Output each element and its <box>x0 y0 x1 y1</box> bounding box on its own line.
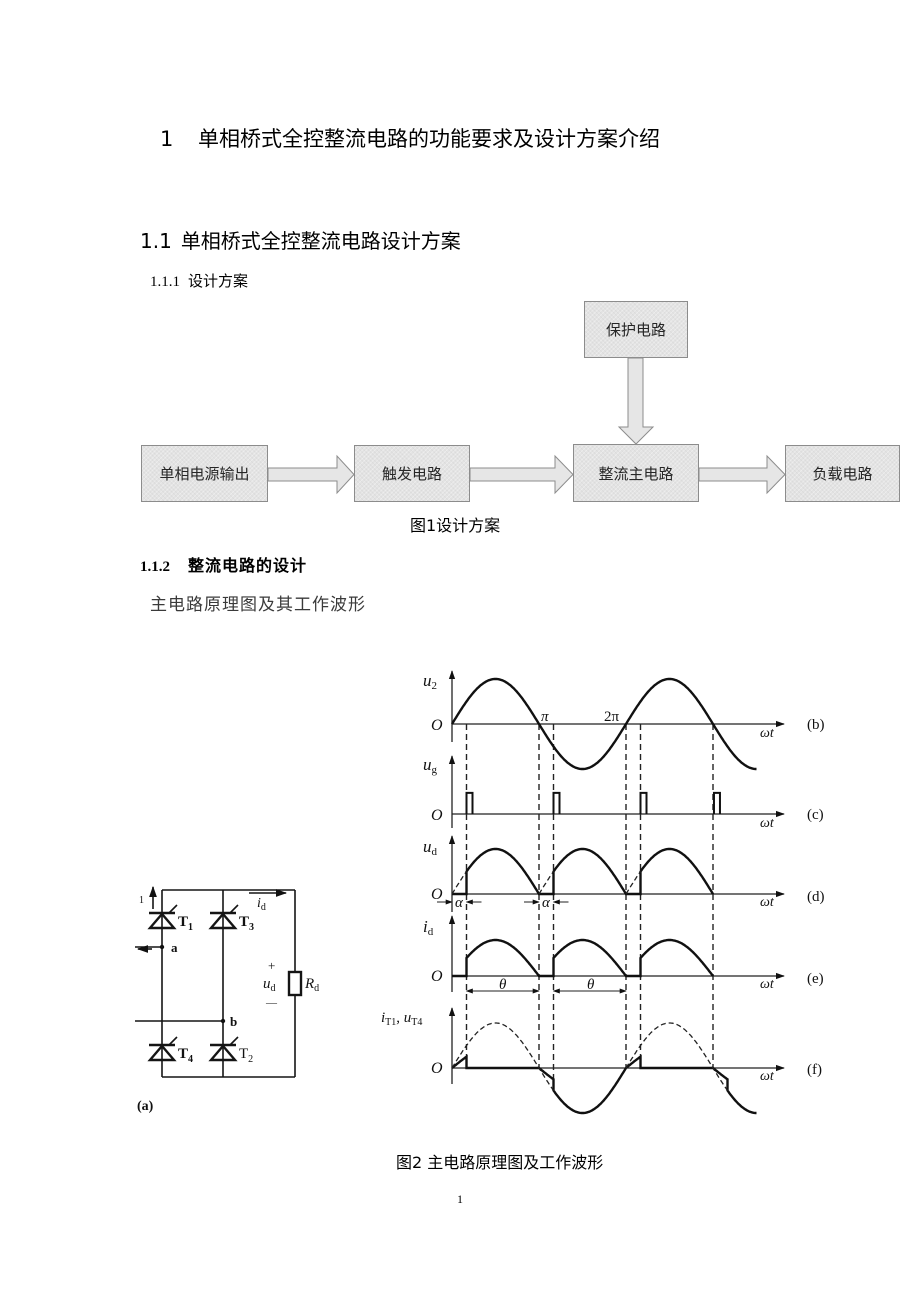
block-label: 负载电路 <box>812 465 873 483</box>
bridge-circuit: 1 T1 T3 T4 T2 a b id + ud — Rd (a) <box>135 885 319 1114</box>
arrow-source-to-trigger <box>267 454 355 495</box>
gate-pulse <box>552 791 561 814</box>
subsection-number: 1.1.1 <box>150 274 180 290</box>
panel-d-tag: (d) <box>807 889 825 905</box>
node-b-label: b <box>230 1014 237 1029</box>
panel-b-tag: (b) <box>807 717 825 733</box>
pi-tick-label: π <box>541 709 549 725</box>
t3-label: T3 <box>239 914 254 933</box>
thyristor-t2 <box>208 1036 239 1062</box>
alpha-label-1: α <box>455 895 464 911</box>
panel-b-origin: O <box>431 717 443 734</box>
subsection-number: 1.1.2 <box>140 559 170 575</box>
node-b-dot <box>220 1018 226 1024</box>
figure-2-caption: 图2 主电路原理图及工作波形 <box>396 1153 604 1172</box>
t1-label: T1 <box>178 914 193 933</box>
u2-reference-dashed <box>625 1022 729 1091</box>
subsection-title: 设计方案 <box>188 272 249 290</box>
uncontrolled-segment <box>625 871 642 895</box>
load-resistor <box>287 970 303 997</box>
load-voltage-label: ud <box>263 976 276 994</box>
resistor-label: Rd <box>304 976 319 994</box>
block-label: 整流主电路 <box>598 464 674 483</box>
uncontrolled-segment <box>451 871 468 895</box>
input-current-label: 1 <box>139 895 144 906</box>
node-a-dot <box>159 944 165 950</box>
t2-label: T2 <box>239 1046 253 1065</box>
block-protection-circuit: 保护电路 <box>584 301 688 358</box>
theta-label-2: θ <box>587 977 595 993</box>
u2-waveform <box>450 677 757 771</box>
block-label: 单相电源输出 <box>159 465 250 483</box>
block-label: 保护电路 <box>605 321 666 339</box>
ud-waveform <box>452 847 715 896</box>
subsection-heading-rectifier-design: 1.1.2 整流电路的设计 <box>140 552 307 576</box>
node-a-label: a <box>171 940 178 955</box>
block-trigger-circuit: 触发电路 <box>354 445 470 502</box>
panel-c-tag: (c) <box>807 807 824 823</box>
subsection-heading-design: 1.1.1 设计方案 <box>150 270 248 291</box>
panel-c-y-label: ug <box>423 755 438 776</box>
waveform-marks <box>437 670 785 1115</box>
circuit-panel-tag: (a) <box>137 1099 154 1114</box>
section-heading: 1.1 单相桥式全控整流电路设计方案 <box>140 225 461 254</box>
minus-sign: — <box>265 997 278 1009</box>
arrow-protection-to-rectifier <box>617 357 655 445</box>
gate-pulse <box>712 791 721 814</box>
panel-e-origin: O <box>431 968 443 985</box>
block-label: 触发电路 <box>381 465 442 483</box>
gate-pulse <box>465 791 474 814</box>
panel-f-x-label: ωt <box>760 1069 775 1084</box>
panel-d-x-label: ωt <box>760 895 775 910</box>
page-number: 1 <box>457 1192 463 1206</box>
panel-f-origin: O <box>431 1060 443 1077</box>
panel-d-y-label: ud <box>423 837 438 858</box>
chapter-number: 1 <box>160 127 174 151</box>
arrow-rectifier-to-load <box>698 454 786 495</box>
subsection-title: 整流电路的设计 <box>188 556 308 575</box>
plus-sign: + <box>268 958 275 973</box>
thyristor-t3 <box>208 904 239 930</box>
block-main-rectifier-circuit: 整流主电路 <box>573 444 699 502</box>
thyristor-t4 <box>147 1036 178 1062</box>
it1-ut4-waveform <box>451 1054 757 1115</box>
u2-reference-dashed <box>451 1022 555 1091</box>
section-title: 单相桥式全控整流电路设计方案 <box>180 229 461 253</box>
panel-c-origin: O <box>431 807 443 824</box>
panel-d-origin: O <box>431 886 443 903</box>
waveform-labels: π 2π u2 O ωt (b) ug O ωt (c) ud O ωt (d)… <box>381 671 825 1084</box>
thyristor-t1 <box>147 904 178 930</box>
arrow-trigger-to-rectifier <box>469 454 574 495</box>
panel-b-x-label: ωt <box>760 726 775 741</box>
t4-label: T4 <box>178 1046 193 1065</box>
panel-f-y-label: iT1, uT4 <box>381 1010 422 1028</box>
alpha-label-2: α <box>542 895 551 911</box>
block-load-circuit: 负载电路 <box>785 445 900 502</box>
uncontrolled-segment <box>538 871 555 895</box>
two-pi-tick-label: 2π <box>604 709 620 725</box>
figure-1-caption: 图1设计方案 <box>410 516 501 535</box>
panel-c-x-label: ωt <box>760 816 775 831</box>
panel-b-y-label: u2 <box>423 671 437 692</box>
block-single-phase-source: 单相电源输出 <box>141 445 268 502</box>
load-current-label: id <box>257 896 266 913</box>
body-paragraph: 主电路原理图及其工作波形 <box>150 595 366 615</box>
panel-e-tag: (e) <box>807 971 824 987</box>
chapter-heading: 1 单相桥式全控整流电路的功能要求及设计方案介绍 <box>160 123 660 153</box>
chapter-title: 单相桥式全控整流电路的功能要求及设计方案介绍 <box>198 127 660 151</box>
theta-label-1: θ <box>499 977 507 993</box>
panel-f-tag: (f) <box>807 1062 822 1078</box>
block-diagram-arrows <box>267 357 786 495</box>
id-waveform <box>452 938 714 978</box>
panel-e-x-label: ωt <box>760 977 775 992</box>
section-number: 1.1 <box>140 229 172 253</box>
panel-e-y-label: id <box>423 917 434 938</box>
gate-pulse <box>639 791 648 814</box>
